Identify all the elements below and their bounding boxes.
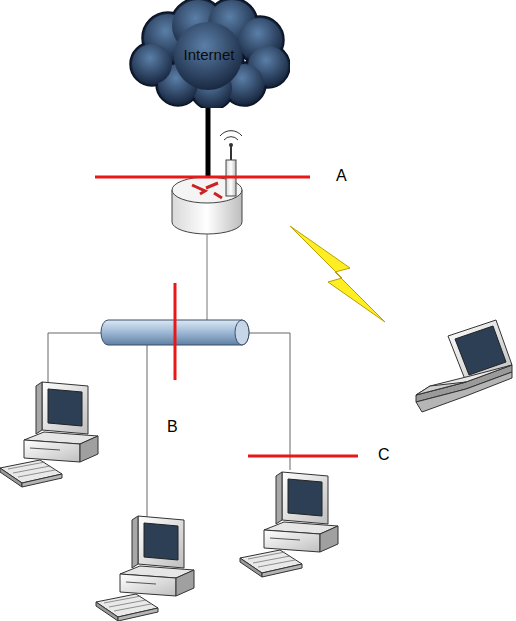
laptop-icon <box>410 320 512 414</box>
uplink-cable <box>206 96 211 178</box>
cloud-node: Internet <box>128 0 290 108</box>
boundary-line <box>95 176 310 179</box>
router-hub-cable <box>207 234 208 321</box>
boundary-line <box>248 455 358 458</box>
wireless-link <box>290 226 385 322</box>
node-label: Internet <box>128 46 290 63</box>
boundary-line <box>174 283 177 380</box>
desktop-computer <box>240 472 338 577</box>
router-icon <box>172 131 242 234</box>
boundary-letter: B <box>167 418 178 436</box>
boundary-letter: C <box>378 446 390 464</box>
desktop-computer <box>0 382 98 487</box>
boundary-letter: A <box>336 167 347 185</box>
desktop-computer <box>96 516 194 621</box>
